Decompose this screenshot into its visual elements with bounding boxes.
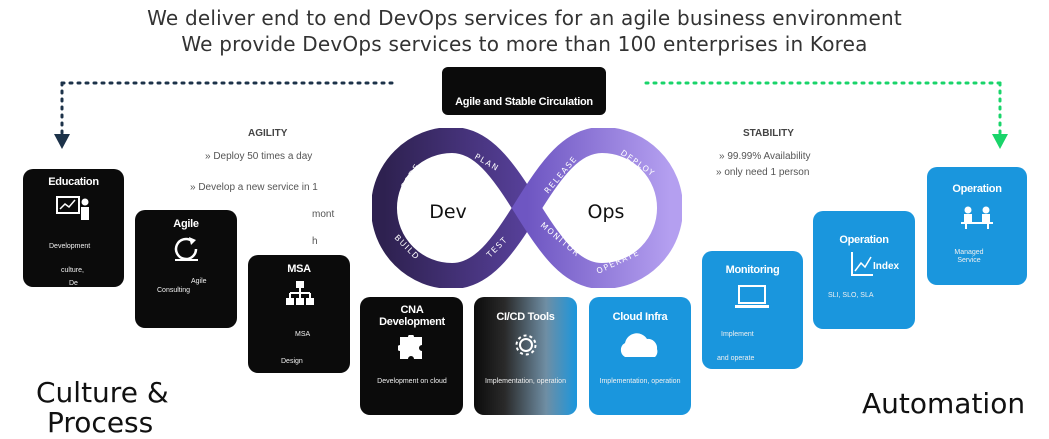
index-chart-icon (851, 252, 873, 276)
footer-automation: Automation (862, 387, 1026, 420)
tile-operation-sli-index: Index (873, 261, 900, 272)
tile-operation-managed: Operation Managed Service (927, 167, 1027, 285)
center-badge: Agile and Stable Circulation (442, 67, 606, 115)
agility-item-2: » Develop a new service in 1 (190, 182, 318, 193)
ops-ring (511, 128, 682, 288)
tile-operation-sli: Operation Index SLI, SLO, SLA (813, 211, 915, 329)
agility-item-3: mont (312, 209, 335, 220)
tile-monitoring-line-2: and operate (717, 355, 755, 362)
tile-cloud-infra: Cloud Infra Implementation, operation (589, 297, 691, 415)
presentation-icon (56, 196, 89, 220)
tile-operation-managed-title: Operation (952, 183, 1002, 195)
agility-heading: AGILITY (248, 128, 288, 139)
ops-label: Ops (588, 201, 625, 223)
tile-monitoring-line-1: Implement (721, 331, 754, 338)
tile-agile-line-1: Agile (191, 278, 207, 285)
laptop-icon (735, 285, 769, 308)
cloud-icon (620, 333, 658, 357)
right-dotted-arrow (644, 81, 1008, 149)
tile-education: Education Development culture, De (23, 169, 124, 287)
tile-cna-line-1: Development on cloud (377, 378, 447, 385)
tile-education-title: Education (48, 176, 99, 188)
center-badge-label: Agile and Stable Circulation (455, 96, 593, 108)
tile-education-line-1: Development (49, 243, 91, 250)
gear-icon (515, 334, 537, 356)
footer-culture-process: Culture & Process (36, 378, 169, 438)
headline-line-2: We provide DevOps services to more than … (181, 32, 868, 56)
dev-ring (372, 128, 543, 288)
tile-cloud-line-1: Implementation, operation (599, 378, 681, 385)
tile-education-line-2: culture, (61, 267, 84, 274)
tile-cicd-title: CI/CD Tools (496, 311, 555, 323)
tile-agile: Agile Agile Consulting (135, 210, 237, 328)
tile-education-line-3: De (69, 280, 78, 287)
tile-cicd-tools: CI/CD Tools Implementation, operation (474, 297, 577, 415)
puzzle-icon (398, 335, 422, 359)
tile-agile-line-2: Consulting (157, 287, 191, 294)
tile-msa-line-1: MSA (295, 331, 311, 338)
headline-line-1: We deliver end to end DevOps services fo… (147, 6, 902, 30)
tile-msa: MSA MSA Design (248, 255, 350, 373)
tile-monitoring-title: Monitoring (725, 264, 780, 276)
agility-item-1: » Deploy 50 times a day (205, 151, 313, 162)
tile-agile-title: Agile (173, 218, 199, 230)
agility-item-4: h (312, 236, 318, 247)
dev-label: Dev (429, 201, 467, 223)
tile-cna-title: CNA Development (379, 304, 445, 328)
stability-item-2: » only need 1 person (716, 167, 810, 178)
tile-cloud-title: Cloud Infra (612, 311, 668, 323)
tile-cna-development: CNA Development Development on cloud (360, 297, 463, 415)
stability-item-1: » 99.99% Availability (719, 151, 811, 162)
agile-cycle-icon (174, 237, 198, 261)
left-dotted-arrow (54, 81, 394, 149)
tile-operation-sli-line-1: SLI, SLO, SLA (828, 292, 874, 299)
devops-infinity-loop: CODE PLAN BUILD TEST RELEASE DEPLOY MONI… (372, 128, 682, 288)
tile-msa-title: MSA (287, 263, 311, 275)
tile-monitoring: Monitoring Implement and operate (702, 251, 803, 369)
tile-msa-line-2: Design (281, 358, 303, 365)
stability-heading: STABILITY (743, 128, 794, 139)
footer-left-line-2: Process (47, 406, 154, 439)
tile-cicd-line-1: Implementation, operation (485, 378, 566, 385)
hierarchy-icon (286, 281, 314, 305)
meeting-icon (961, 206, 993, 229)
tile-operation-managed-line-1: Managed Service (954, 249, 984, 264)
tile-operation-sli-title: Operation (839, 234, 889, 246)
footer-left-line-1: Culture & (36, 376, 169, 409)
